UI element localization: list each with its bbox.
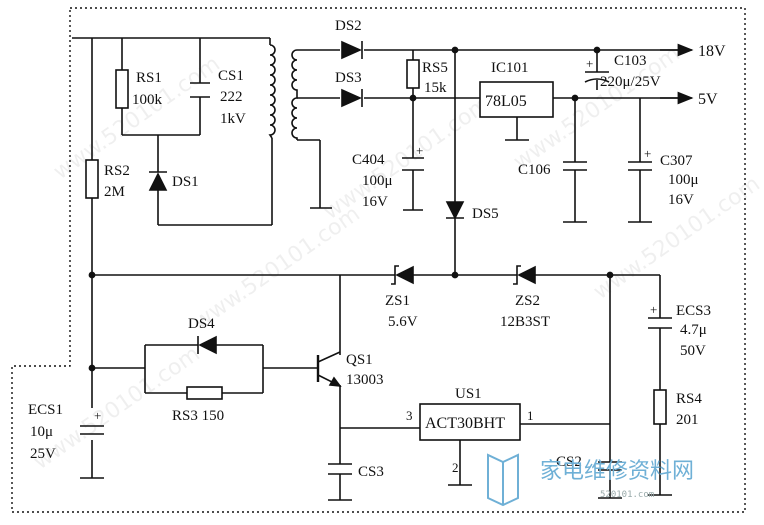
label-ds2: DS2 [335,18,362,34]
label-qs1-part: 13003 [346,372,384,388]
ds4-diode [197,335,217,355]
c404-capacitor: + [402,143,424,171]
label-rs5-value: 15k [424,80,447,96]
ds1-diode [148,171,168,191]
label-ic101-part: 78L05 [485,93,527,110]
label-zs2: ZS2 [515,293,540,309]
rs5-resistor [406,59,420,89]
label-us1: US1 [455,386,482,402]
junctions [88,46,614,372]
label-cs1: CS1 [218,68,244,84]
cs2-capacitor [598,461,622,471]
svg-text:+: + [644,146,651,161]
label-c103: C103 [614,53,647,69]
ds5-diode [445,201,465,220]
label-cs1-value2: 1kV [220,111,246,127]
label-cs2: CS2 [556,454,582,470]
label-c106: C106 [518,162,551,178]
zs2-zener [513,265,536,285]
label-rs1-value: 100k [132,92,163,108]
label-ecs1-value1: 10μ [30,424,53,440]
label-rs4-value: 201 [676,412,699,428]
label-cs1-value1: 222 [220,89,243,105]
label-rs2-value: 2M [104,184,125,200]
label-rs5: RS5 [422,60,448,76]
component-labels: DS2 DS3 RS1 100k CS1 222 1kV RS2 2M DS1 … [28,18,726,480]
ds3-diode [341,88,363,108]
us1-controller [419,403,521,441]
label-ecs1-value2: 25V [30,446,56,462]
ecs3-capacitor: + [648,302,672,329]
rs1-resistor [115,69,129,109]
label-cs3: CS3 [358,464,384,480]
cs1-capacitor [190,82,210,98]
rs4-resistor [653,389,667,425]
label-ecs3-value1: 4.7μ [680,322,707,338]
logo-subtext: 520101.com [600,490,654,500]
label-us1-pin2: 2 [452,460,459,475]
label-zs1-value: 5.6V [388,314,418,330]
ic101-regulator [479,81,554,118]
label-ecs3: ECS3 [676,303,711,319]
label-ds4: DS4 [188,316,215,332]
ecs1-capacitor: + [80,408,104,435]
c307-capacitor: + [628,146,652,171]
label-c307: C307 [660,153,693,169]
svg-text:+: + [416,143,423,158]
label-zs2-value: 12B3ST [500,314,550,330]
svg-text:+: + [650,302,657,317]
logo-text: 家电维修资料网 [540,459,694,484]
label-ds3: DS3 [335,70,362,86]
label-rs3: RS3 150 [172,408,224,424]
label-c404-value1: 100μ [362,173,393,189]
cs3-capacitor [328,463,352,475]
label-ecs1: ECS1 [28,402,63,418]
label-c307-value2: 16V [668,192,694,208]
svg-text:+: + [586,56,593,71]
label-ecs3-value2: 50V [680,343,706,359]
label-ds1: DS1 [172,174,199,190]
label-zs1: ZS1 [385,293,410,309]
label-qs1: QS1 [346,352,373,368]
label-rs1: RS1 [136,70,162,86]
label-ic101: IC101 [491,60,529,76]
label-us1-pin3: 3 [406,408,413,423]
transformer-primary [268,44,276,139]
svg-text:www.520101.com: www.520101.com [189,201,365,334]
label-output-5v: 5V [698,91,718,108]
label-us1-pin1: 1 [527,408,534,423]
c103-capacitor: + [584,56,610,83]
rs3-resistor [186,386,223,400]
label-output-18v: 18V [698,43,726,60]
site-logo: 家电维修资料网 520101.com [487,453,694,507]
label-c404: C404 [352,152,385,168]
label-c307-value1: 100μ [668,172,699,188]
label-c103-value: 220μ/25V [600,74,661,90]
zs1-zener [391,265,414,285]
ds2-diode [341,40,363,60]
label-rs2: RS2 [104,163,130,179]
board-boundary [11,7,746,513]
label-ds5: DS5 [472,206,499,222]
label-us1-part: ACT30BHT [425,415,505,432]
c106-capacitor [563,161,587,171]
label-c404-value2: 16V [362,194,388,210]
label-rs4: RS4 [676,391,702,407]
transformer-secondary [291,49,298,140]
svg-text:+: + [94,408,101,423]
rs2-resistor [85,159,99,199]
qs1-transistor [316,351,342,387]
